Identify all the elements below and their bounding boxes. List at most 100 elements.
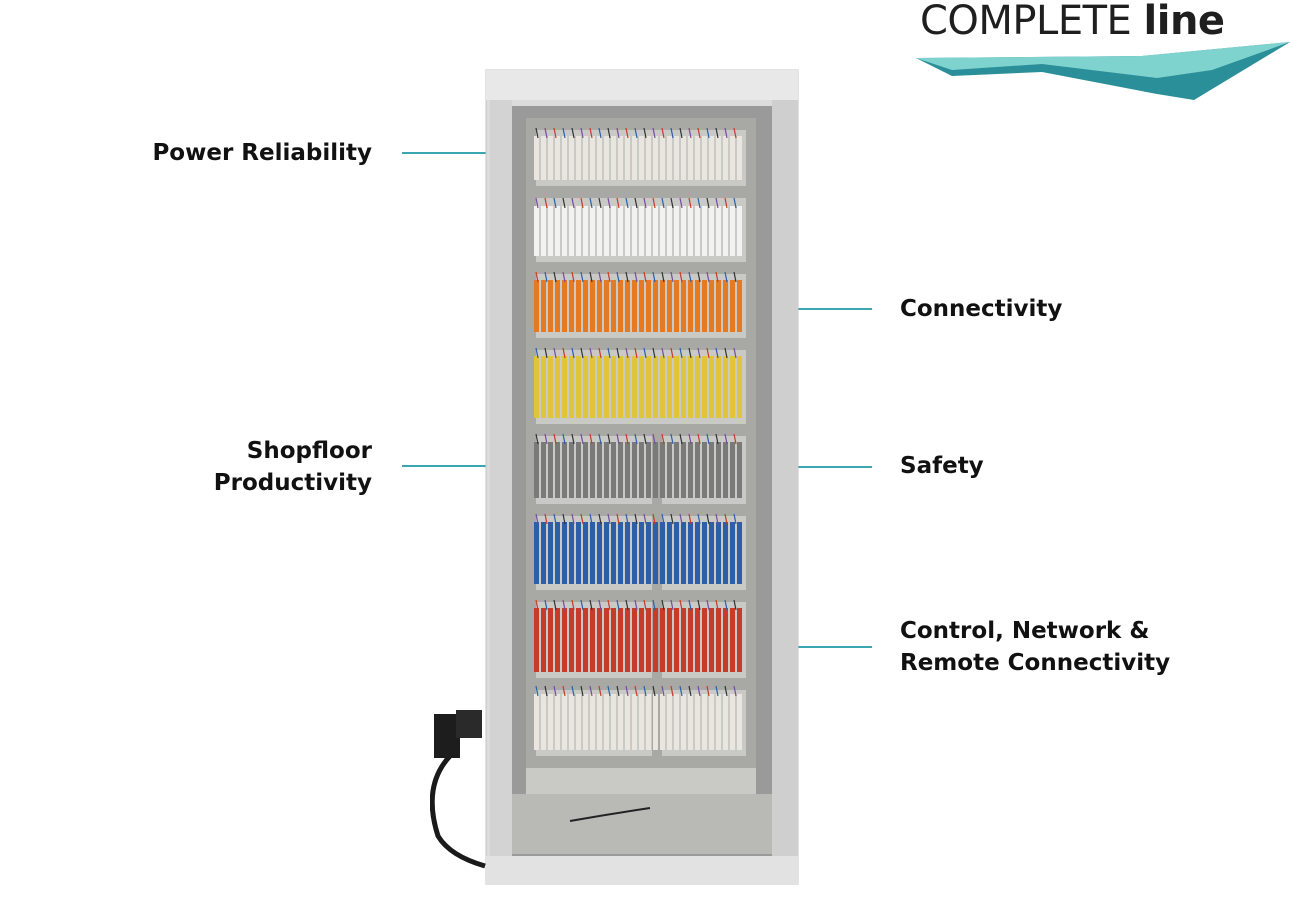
terminal-block xyxy=(730,522,735,584)
wire-duct xyxy=(526,338,756,350)
wire-duct xyxy=(526,424,756,436)
wire xyxy=(733,197,737,209)
wire xyxy=(553,433,557,445)
wire xyxy=(652,271,656,283)
wire xyxy=(580,513,584,525)
wire xyxy=(598,347,602,359)
terminal-block xyxy=(583,694,588,750)
wire xyxy=(625,271,629,283)
wire xyxy=(643,685,647,697)
terminal-block xyxy=(660,356,665,418)
terminal-block xyxy=(569,206,574,256)
wire xyxy=(652,197,656,209)
wire xyxy=(706,433,710,445)
terminal-block xyxy=(716,356,721,418)
terminal-block xyxy=(660,136,665,180)
wire xyxy=(724,433,728,445)
terminal-block xyxy=(709,206,714,256)
terminal-block xyxy=(541,522,546,584)
terminal-block xyxy=(576,280,581,332)
terminal-block xyxy=(667,608,672,672)
terminal-block xyxy=(688,608,693,672)
terminal-block xyxy=(541,442,546,498)
label-control-network: Control, Network & Remote Connectivity xyxy=(900,615,1170,679)
terminal-block xyxy=(653,356,658,418)
wire xyxy=(553,685,557,697)
wire xyxy=(580,271,584,283)
terminal-block xyxy=(660,608,665,672)
terminal-block xyxy=(737,442,742,498)
label-safety: Safety xyxy=(900,453,984,479)
wire xyxy=(634,271,638,283)
terminal-block xyxy=(548,356,553,418)
wire xyxy=(733,685,737,697)
terminal-block xyxy=(604,442,609,498)
terminal-block xyxy=(702,442,707,498)
terminal-block xyxy=(541,356,546,418)
terminal-block xyxy=(625,136,630,180)
terminal-block xyxy=(611,280,616,332)
terminal-block xyxy=(695,442,700,498)
wire xyxy=(553,347,557,359)
terminal-block xyxy=(674,136,679,180)
terminal-block xyxy=(604,356,609,418)
wire xyxy=(616,197,620,209)
wire xyxy=(589,271,593,283)
terminal-block xyxy=(632,694,637,750)
terminal-block xyxy=(618,356,623,418)
cabinet-drawing xyxy=(485,69,799,885)
terminal-block xyxy=(681,206,686,256)
terminal-block xyxy=(667,522,672,584)
terminal-block xyxy=(646,356,651,418)
wire xyxy=(652,347,656,359)
terminal-block xyxy=(590,522,595,584)
wire xyxy=(589,127,593,139)
wire xyxy=(706,271,710,283)
wire xyxy=(571,685,575,697)
terminal-block xyxy=(695,356,700,418)
wire xyxy=(571,127,575,139)
wire xyxy=(562,271,566,283)
wire-duct xyxy=(526,590,756,602)
terminal-block xyxy=(611,694,616,750)
terminal-block xyxy=(730,608,735,672)
terminal-block xyxy=(611,442,616,498)
wire xyxy=(652,685,656,697)
terminal-block xyxy=(660,522,665,584)
wire xyxy=(697,685,701,697)
terminal-block xyxy=(604,136,609,180)
terminal-block xyxy=(723,136,728,180)
control-cabinet-image xyxy=(430,66,802,906)
wire xyxy=(598,197,602,209)
terminal-block xyxy=(625,356,630,418)
wire xyxy=(571,599,575,611)
wire-duct xyxy=(526,118,756,130)
wire xyxy=(562,127,566,139)
terminal-block xyxy=(562,694,567,750)
terminal-block xyxy=(653,206,658,256)
terminal-block xyxy=(562,280,567,332)
terminal-block xyxy=(702,280,707,332)
terminal-block xyxy=(695,136,700,180)
terminal-block xyxy=(730,356,735,418)
terminal-block xyxy=(716,522,721,584)
terminal-block xyxy=(667,136,672,180)
terminal-block xyxy=(653,442,658,498)
wire xyxy=(598,685,602,697)
terminal-block xyxy=(639,608,644,672)
logo-word-line: line xyxy=(1143,0,1226,44)
terminal-block xyxy=(737,608,742,672)
terminal-block xyxy=(548,136,553,180)
wire xyxy=(634,599,638,611)
terminal-block xyxy=(723,608,728,672)
terminal-block xyxy=(674,356,679,418)
wire xyxy=(607,271,611,283)
leader-power xyxy=(402,152,542,154)
complete-line-logo: COMPLETE line xyxy=(912,0,1290,110)
terminal-block xyxy=(576,206,581,256)
wire xyxy=(544,347,548,359)
wire xyxy=(661,197,665,209)
wire xyxy=(544,433,548,445)
wire xyxy=(688,127,692,139)
wire xyxy=(706,197,710,209)
